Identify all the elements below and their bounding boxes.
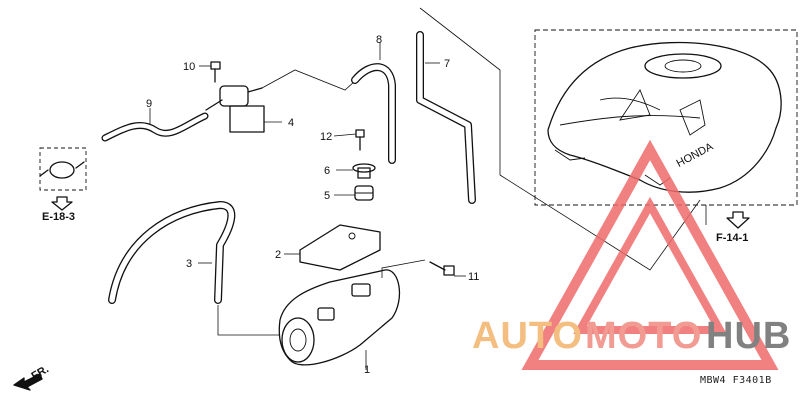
tank-brand-label: HONDA [675,140,716,170]
callout-6: 6 [324,165,330,177]
part-8-hose [351,42,396,164]
part-6-collar [336,163,376,179]
callout-8: 8 [376,34,382,46]
callout-11: 11 [468,271,479,283]
watermark-moto: MOTO [585,315,702,357]
callout-9: 9 [146,98,152,110]
callout-1: 1 [364,364,370,376]
part-7-hose [416,31,476,204]
part-12-bolt [333,129,365,151]
part-2-bracket [284,224,381,271]
part-9-hose [101,108,209,142]
watermark-auto: AUTO [472,315,583,357]
ref-f-14-1: F-14-1 [716,232,748,244]
watermark-triangle-outer [521,139,779,370]
callout-7: 7 [444,58,450,70]
callout-2: 2 [275,249,281,261]
front-direction-arrow [13,373,43,391]
e-18-3-detail [39,147,87,211]
part-10-bolt [199,61,221,83]
fuel-tank-group: HONDA [534,29,798,225]
callout-12: 12 [320,131,332,143]
part-11-bolt [429,261,466,277]
front-label: FR. [30,363,51,382]
part-5-grommet [334,185,374,201]
watermark: AUTO MOTO HUB [472,139,791,370]
callout-3: 3 [186,258,192,270]
diagram-code: MBW4 F3401B [700,375,772,386]
ref-e-18-3: E-18-3 [42,211,75,223]
f-14-1-arrow [726,211,750,229]
callout-10: 10 [183,61,195,73]
part-1-canister [278,259,426,370]
callout-5: 5 [324,190,330,202]
callout-4: 4 [288,117,294,129]
watermark-triangle-inner [573,196,727,334]
watermark-hub: HUB [706,315,791,357]
part-4-solenoid-valve [205,85,282,133]
part-3-hose [108,201,280,336]
